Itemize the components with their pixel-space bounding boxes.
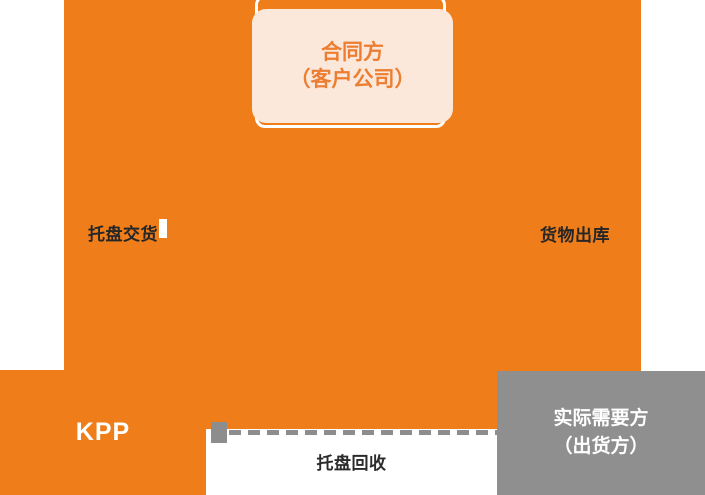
actual-demand-line1: 实际需要方	[553, 408, 649, 429]
contract-party-box: 合同方 （客户公司）	[252, 9, 453, 123]
label-goods-outbound: 货物出库	[540, 226, 610, 245]
pallet-recovery-dashed-line	[229, 430, 497, 435]
contract-party-line2: （客户公司）	[289, 68, 416, 91]
label-pallet-recovery: 托盘回收	[316, 454, 387, 473]
label-pallet-delivery: 托盘交货	[88, 225, 158, 244]
dash-start-marker-icon	[211, 422, 227, 443]
orange-field-middle	[0, 370, 497, 429]
kpp-zone: KPP	[0, 370, 206, 495]
caret-artifact	[159, 219, 167, 238]
contract-party-line1: 合同方	[321, 41, 384, 64]
kpp-label: KPP	[75, 418, 131, 446]
actual-demand-box: 实际需要方 （出货方）	[497, 371, 705, 495]
actual-demand-line2: （出货方）	[553, 436, 649, 457]
orange-field-bottom-left	[0, 429, 206, 495]
